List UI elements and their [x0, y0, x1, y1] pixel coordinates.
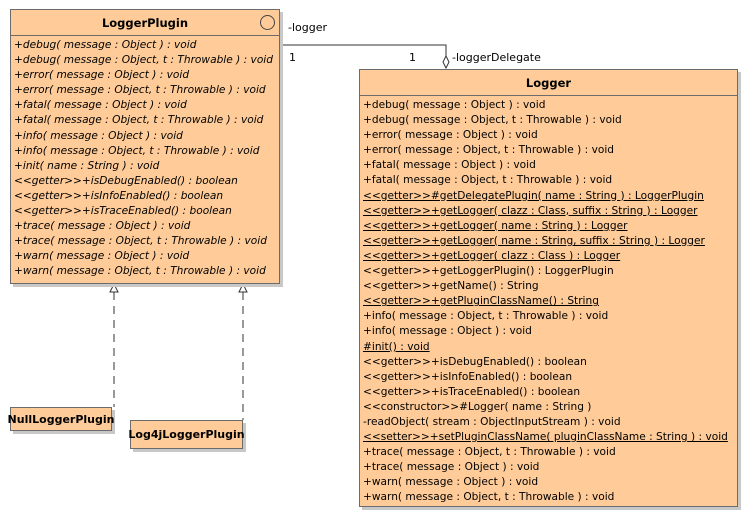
operations-list: +debug( message : Object ) : void +debug(…	[11, 36, 279, 282]
operation-row: +error( message : Object, t : Throwable …	[363, 144, 614, 157]
class-logger-plugin[interactable]: LoggerPlugin +debug( message : Object ) …	[10, 9, 280, 284]
operation-row: <<getter>>+isDebugEnabled() : boolean	[14, 174, 238, 187]
class-header: LoggerPlugin	[11, 10, 279, 36]
class-logger[interactable]: Logger +debug( message : Object ) : void…	[359, 69, 738, 507]
operation-row: +error( message : Object, t : Throwable …	[14, 84, 266, 97]
realization-null-arrow	[109, 282, 119, 293]
static-operation-row: <<getter>>#getDelegatePlugin( name : Str…	[363, 189, 704, 202]
class-name: LoggerPlugin	[101, 15, 189, 30]
operation-row: <<getter>>+isInfoEnabled() : boolean	[363, 370, 573, 383]
operation-row: +debug( message : Object ) : void	[14, 39, 197, 51]
static-operation-row: <<getter>>+getLogger( clazz : Class, suf…	[363, 204, 698, 217]
operation-row: +warn( message : Object, t : Throwable )…	[363, 491, 615, 504]
operation-row: +debug( message : Object, t : Throwable …	[363, 114, 622, 127]
operation-row: +info( message : Object ) : void	[363, 325, 532, 338]
interface-circle-icon	[260, 15, 275, 30]
class-header: NullLoggerPlugin	[8, 408, 115, 430]
operation-row: +trace( message : Object, t : Throwable …	[14, 235, 267, 248]
operation-row: +debug( message : Object, t : Throwable …	[14, 54, 273, 67]
static-operation-row: <<getter>>+getLogger( clazz : Class ) : …	[363, 249, 621, 262]
role-logger-label: -logger	[288, 21, 328, 34]
class-header: Logger	[360, 70, 737, 96]
class-name: Log4jLoggerPlugin	[128, 428, 245, 441]
operation-row: +info( message : Object ) : void	[14, 129, 183, 142]
multiplicity-logger-end: 1	[409, 51, 416, 64]
class-header: Log4jLoggerPlugin	[128, 421, 245, 448]
operation-row: <<getter>>+isTraceEnabled() : boolean	[363, 385, 581, 398]
static-operation-row: #init() : void	[363, 340, 430, 353]
class-log4j-logger-plugin[interactable]: Log4jLoggerPlugin	[128, 420, 245, 449]
operation-row: +fatal( message : Object, t : Throwable …	[14, 114, 264, 127]
operation-row: +fatal( message : Object, t : Throwable …	[363, 174, 613, 187]
role-logger-delegate-label: -loggerDelegate	[452, 51, 541, 64]
operation-row: +trace( message : Object, t : Throwable …	[363, 446, 616, 459]
aggregation-diamond	[442, 54, 450, 70]
class-name: Logger	[525, 75, 572, 90]
operation-row: +trace( message : Object ) : void	[14, 220, 191, 233]
multiplicity-plugin-end: 1	[289, 51, 296, 64]
static-operation-row: <<setter>>+setPluginClassName( pluginCla…	[363, 431, 728, 444]
operation-row: +info( message : Object, t : Throwable )…	[363, 310, 609, 323]
operation-row: <<getter>>+isTraceEnabled() : boolean	[14, 205, 232, 218]
operation-row: <<getter>>+isDebugEnabled() : boolean	[363, 355, 587, 368]
class-null-logger-plugin[interactable]: NullLoggerPlugin	[8, 407, 115, 431]
operation-row: -readObject( stream : ObjectInputStream …	[363, 415, 621, 428]
operation-row: +trace( message : Object ) : void	[363, 461, 540, 474]
static-operation-row: <<getter>>+getLogger( name : String, suf…	[363, 234, 705, 247]
operation-row: <<getter>>+getName() : String	[363, 280, 539, 293]
operation-row: +warn( message : Object ) : void	[363, 476, 539, 489]
association-line	[279, 44, 447, 57]
static-operation-row: <<getter>>+getPluginClassName() : String	[363, 295, 599, 308]
operation-row: +error( message : Object ) : void	[14, 69, 190, 82]
operation-row: +init( name : String ) : void	[14, 159, 160, 172]
operation-row: +warn( message : Object ) : void	[14, 250, 190, 263]
operation-row: +error( message : Object ) : void	[363, 129, 538, 142]
static-operation-row: <<getter>>+getLogger( name : String ) : …	[363, 219, 628, 232]
class-name: NullLoggerPlugin	[7, 412, 115, 426]
operation-row: <<constructor>>#Logger( name : String )	[363, 400, 592, 413]
operation-row: +debug( message : Object ) : void	[363, 99, 546, 111]
realization-log4j-arrow	[238, 282, 248, 293]
operations-list: +debug( message : Object ) : void +debug(…	[360, 96, 737, 508]
operation-row: +info( message : Object, t : Throwable )…	[14, 144, 260, 157]
operation-row: +warn( message : Object, t : Throwable )…	[14, 265, 266, 278]
operation-row: +fatal( message : Object ) : void	[14, 99, 187, 112]
operation-row: <<getter>>+getLoggerPlugin() : LoggerPlu…	[363, 265, 614, 278]
operation-row: <<getter>>+isInfoEnabled() : boolean	[14, 189, 224, 202]
operation-row: +fatal( message : Object ) : void	[363, 159, 536, 172]
